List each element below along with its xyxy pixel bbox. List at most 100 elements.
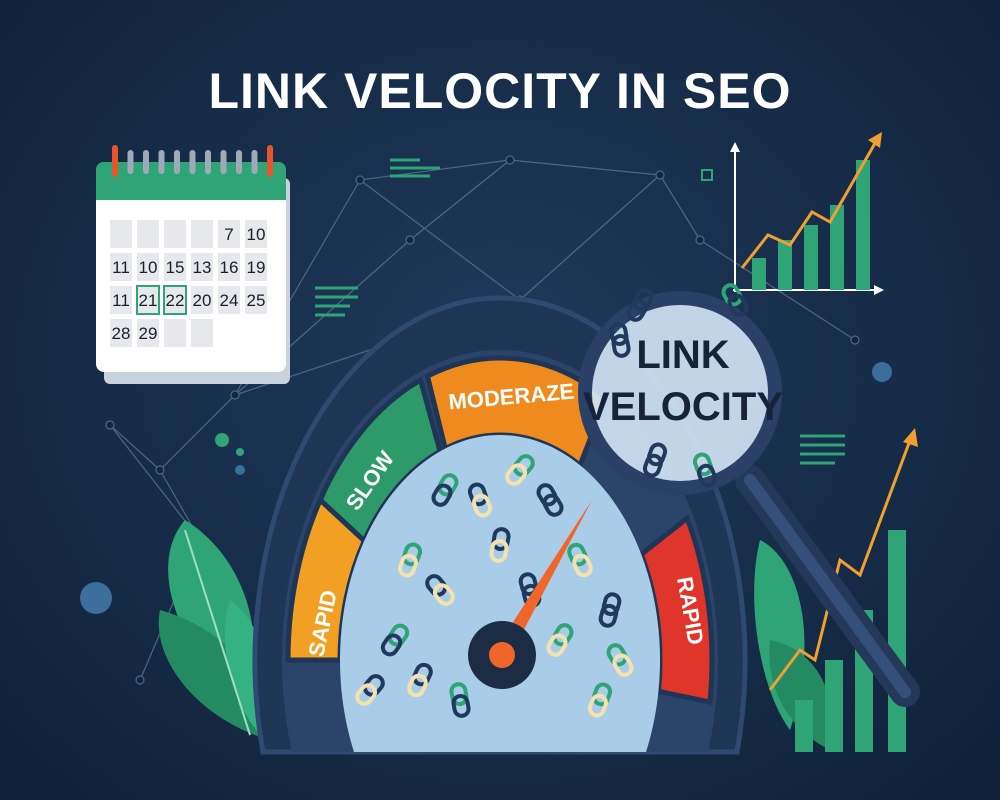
chain-link-icon [489,527,511,563]
chain-link-icon [609,322,631,358]
chain-link-icon [449,682,471,718]
calendar-ring [189,150,196,174]
calendar-cell [137,253,159,281]
calendar-ring [236,150,242,174]
chain-link-icon [606,643,634,677]
calendar-cell [245,253,267,281]
magnifier-text-velocity: VELOCITY [583,385,783,429]
calendar-day: 20 [193,291,212,310]
calendar-cell [245,286,267,314]
network-line [519,174,661,301]
network-node [230,390,240,400]
chain-link-icon [380,623,410,657]
calendar-cell [245,220,267,248]
network-line [359,159,511,181]
calendar-cell [136,285,160,315]
calendar-cell [110,220,132,248]
gauge-face [339,435,660,752]
calendar-ring [127,150,134,174]
calendar-cell [218,220,240,248]
calendar-day: 29 [139,324,158,343]
calendar-day: 13 [193,258,212,277]
calendar-day: 10 [247,225,266,244]
network-node [695,235,705,245]
calendar-day: 25 [247,291,266,310]
calendar-cell [137,319,159,347]
calendar-ring [143,150,149,174]
chain-link-icon [407,662,433,698]
calendar-ring [205,150,211,174]
calendar-ring [174,150,180,174]
decor-dot [80,582,112,614]
calendar-cell [164,253,186,281]
calendar-cell [191,319,213,347]
chain-link-icon [397,542,423,578]
decor-dot [235,465,245,475]
magnifying-glass-icon: LINK VELOCITY [578,283,920,707]
page-title: LINK VELOCITY IN SEO [208,63,791,119]
decor-dot [236,448,244,456]
calendar-cell [191,253,213,281]
calendar-ring [158,150,165,174]
network-node [155,465,165,475]
network-node [105,420,115,430]
network-line [109,424,161,471]
growth-chart-top [730,132,884,295]
network-line [659,174,701,241]
network-line [359,179,521,301]
calendar-day: 16 [220,258,239,277]
calendar-ring [220,150,227,174]
chain-link-icon [467,482,493,518]
network-node [505,155,515,165]
chain-link-icon [587,682,613,718]
network-node [655,170,665,180]
network-line [509,159,661,176]
calendar-ring [267,145,273,177]
calendar-cell [110,319,132,347]
calendar-day: 15 [166,258,185,277]
chain-link-icon [546,623,574,657]
calendar-ring [112,145,118,177]
calendar-day: 19 [247,258,266,277]
chain-link-icon [721,283,749,317]
decor-square [701,169,713,181]
calendar-day: 7 [224,225,233,244]
chain-link-icon [355,674,385,706]
text-lines-icon [315,158,845,465]
calendar-cell [164,319,186,347]
calendar-cell [191,220,213,248]
calendar-day: 24 [220,291,239,310]
calendar-cell [164,220,186,248]
calendar-cell [218,253,240,281]
decor-dot [215,433,229,447]
calendar-ring [251,150,258,174]
gauge-needle [495,500,592,660]
gauge-hub-center [489,642,515,668]
magnifier-text-link: LINK [636,333,729,377]
calendar-cell [110,253,132,281]
calendar-day: 10 [139,258,158,277]
calendar-cell [163,285,187,315]
chain-link-icon [692,452,718,488]
calendar-cell [110,286,132,314]
calendar-day: 21 [139,291,158,310]
network-line [409,159,511,241]
calendar-day: 22 [166,291,185,310]
chain-link-icon [598,592,622,628]
calendar-day: 11 [112,258,130,277]
network-line [159,394,236,471]
network-node [135,675,145,685]
calendar-cell [218,286,240,314]
chain-link-icon [505,454,535,486]
chain-link-icon [536,483,564,517]
calendar-cell [191,286,213,314]
decor-dot [872,362,892,382]
chain-link-icon [431,473,459,507]
chain-link-icon [425,574,455,606]
calendar-day: 28 [112,324,131,343]
network-node [405,235,415,245]
network-node [850,335,860,345]
